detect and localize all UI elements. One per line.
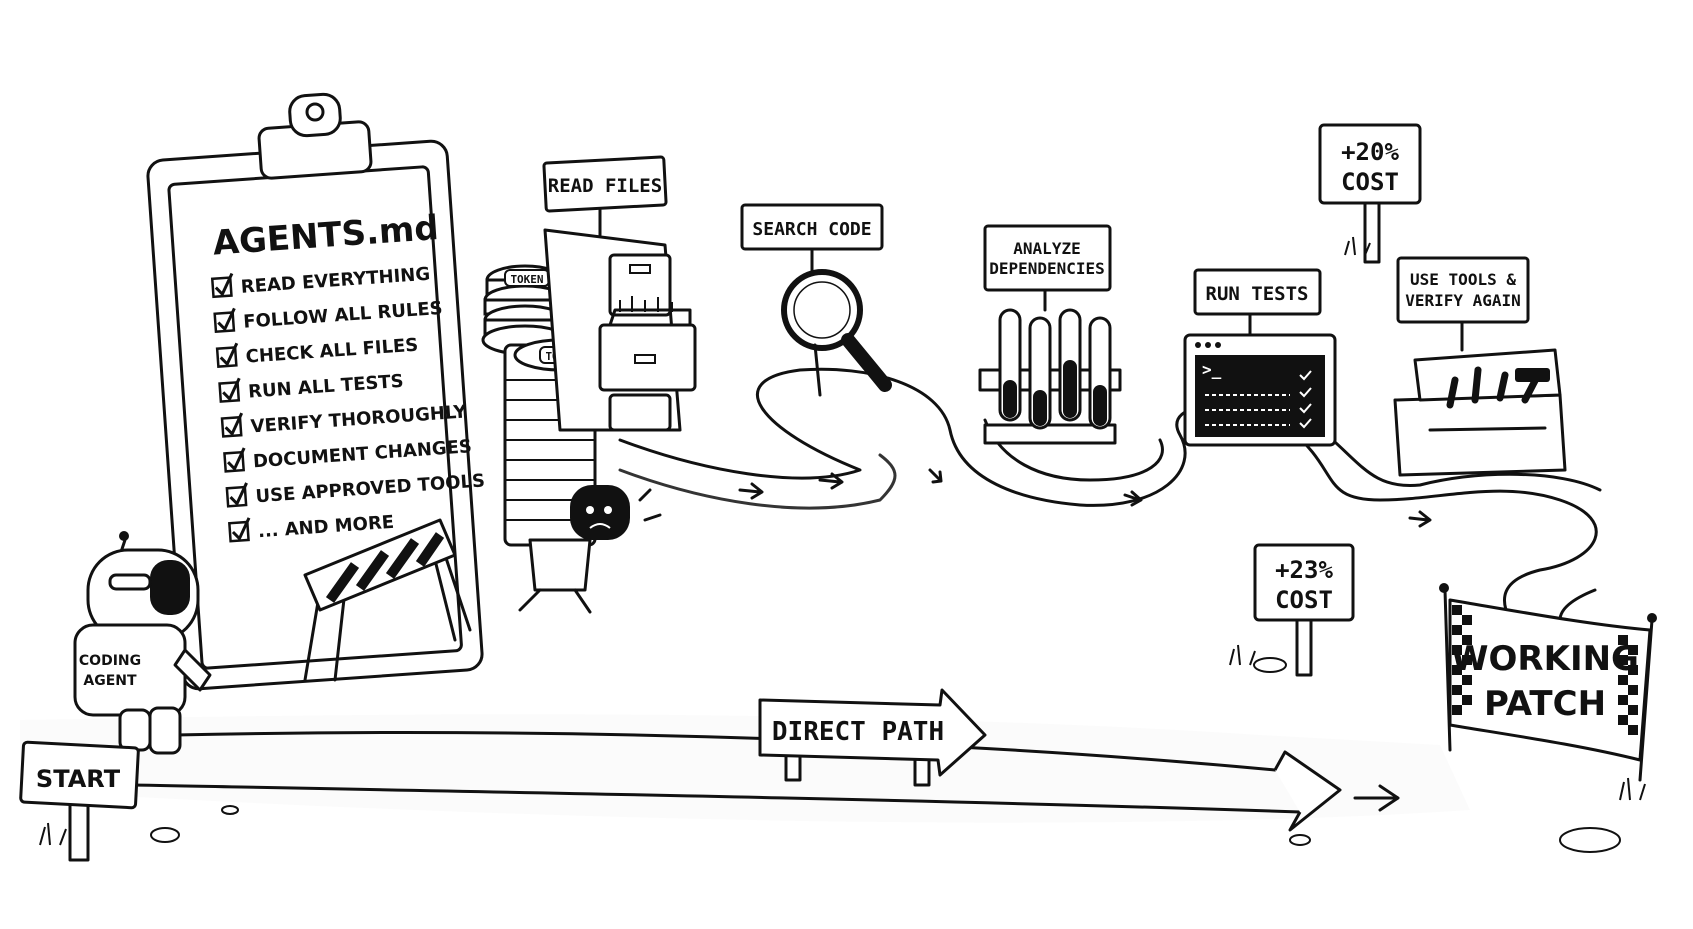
finish-banner: WORKING PATCH [1439,583,1657,782]
analyze-label-line1: ANALYZE [1013,239,1080,258]
winding-road [618,367,1602,622]
tools-label-line1: USE TOOLS & [1410,270,1516,289]
cost-mid-pct: +23% [1275,556,1333,584]
agent-label: CODING [79,653,141,669]
checkbox-icon [215,342,239,368]
checkbox-icon [223,447,246,473]
finish-label-line2: PATCH [1484,684,1606,724]
coding-agent-robot: CODING AGENT [73,531,212,755]
token-icon: TOKEN [504,269,550,287]
checkbox-icon [213,307,236,334]
agent-label: AGENT [83,673,137,689]
cost-top-pct: +20% [1341,138,1399,166]
token-label: TOKEN [510,273,543,286]
run-tests-label: RUN TESTS [1206,283,1309,305]
carrier-robot [518,485,662,614]
finish-label-line1: WORKING [1451,639,1639,679]
step-analyze-dependencies: ANALYZE DEPENDENCIES [978,224,1122,445]
read-files-label: READ FILES [548,175,662,197]
magnifying-glass-icon [781,269,892,397]
file-cabinet-icon [543,228,697,432]
direct-arrow-head-icon [1353,784,1400,812]
tools-label-line2: VERIFY AGAIN [1405,291,1521,310]
clipboard-clip-icon [257,92,373,180]
search-code-label: SEARCH CODE [752,219,871,240]
start-sign: START [19,740,140,862]
test-tubes-icon [978,308,1122,445]
cost-sign-mid: +23% COST [1253,543,1355,677]
cost-top-word: COST [1341,168,1399,196]
ground-details [39,236,1646,853]
toolbox-icon [1393,348,1567,477]
direct-path-road [20,714,1470,832]
checkbox-icon [225,482,248,508]
cost-mid-word: COST [1275,586,1333,614]
checkbox-icon [220,412,244,438]
token-stack: TOKEN TOKEN [481,264,662,614]
barricade-icon [303,518,472,682]
start-label: START [36,765,121,793]
step-search-code: SEARCH CODE [740,203,892,397]
step-use-tools: USE TOOLS & VERIFY AGAIN [1393,256,1567,477]
checkbox-icon [210,272,234,299]
checkbox-icon [228,517,251,543]
direct-path-label: DIRECT PATH [772,717,944,747]
step-read-files: READ FILES [542,155,697,432]
checkbox-icon [218,377,241,403]
road-arrow-icon [738,468,1432,528]
cost-sign-top: +20% COST [1318,123,1422,264]
step-run-tests: RUN TESTS >_ [1183,268,1337,447]
analyze-label-line2: DEPENDENCIES [989,259,1105,278]
terminal-window-icon: >_ [1183,333,1337,447]
terminal-prompt: >_ [1202,360,1222,379]
direct-path-sign: DIRECT PATH [758,688,987,787]
checkered-flag-icon [1452,605,1638,735]
